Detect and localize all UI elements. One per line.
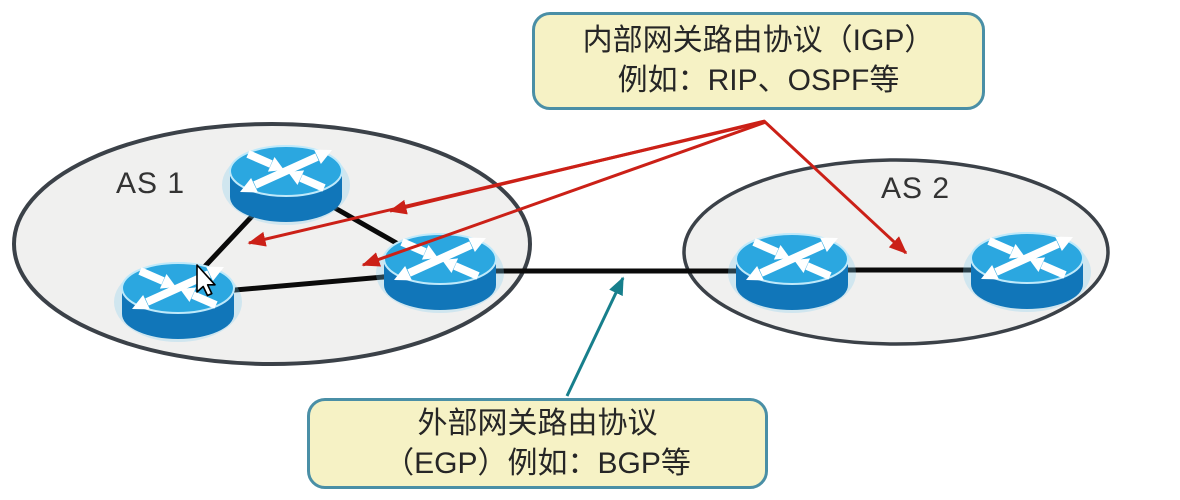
igp-arrow-as1-lower: [361, 120, 767, 267]
router-icon-as2-right: [963, 232, 1091, 312]
mouse-cursor: [196, 264, 216, 297]
igp-arrows: [247, 119, 908, 267]
igp-arrow-as1-middle: [247, 120, 765, 247]
egp-callout-line1: 外部网关路由协议: [417, 406, 658, 440]
egp-callout-line2: （EGP）例如：BGP等: [384, 446, 691, 480]
as1-label: AS 1: [116, 167, 186, 200]
router-icon-as1-right: [376, 233, 504, 313]
egp-callout: 外部网关路由协议 （EGP）例如：BGP等: [307, 398, 768, 489]
as2-label: AS 2: [881, 172, 951, 205]
igp-arrow-as2: [762, 119, 908, 255]
igp-callout: 内部网关路由协议（IGP） 例如：RIP、OSPF等: [532, 12, 985, 110]
egp-arrow: [565, 276, 625, 397]
router-icon-as1-left: [114, 262, 242, 342]
igp-callout-line1: 内部网关路由协议（IGP）: [582, 24, 935, 57]
router-icon-as1-top: [222, 145, 350, 225]
igp-callout-line2: 例如：RIP、OSPF等: [617, 64, 900, 97]
router-icon-as2-left: [728, 233, 856, 313]
